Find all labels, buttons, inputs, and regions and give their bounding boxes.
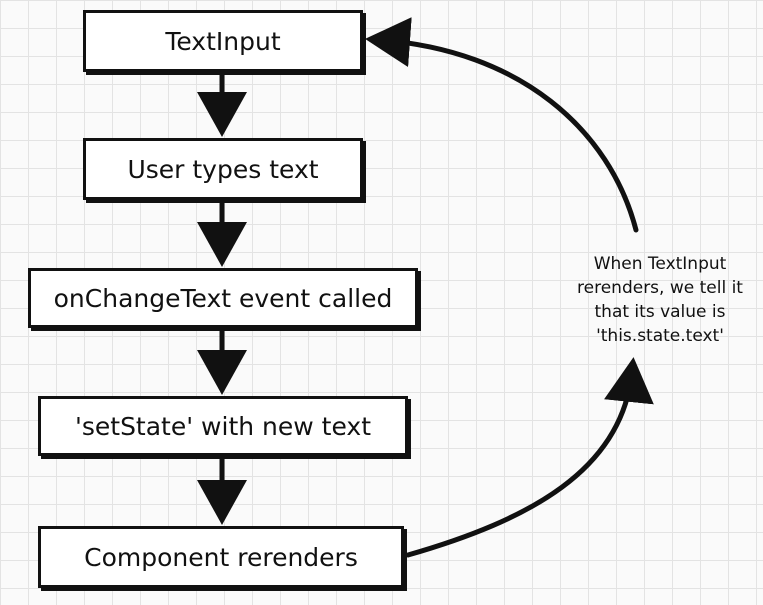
arrow-rerender-to-note [405, 357, 654, 558]
step-textinput-box: TextInput [83, 10, 363, 72]
arrow-note-to-textinput [365, 17, 639, 233]
note-line: rerenders, we tell it [577, 278, 743, 298]
note-line: 'this.state.text' [596, 326, 724, 346]
step-setstate-box: 'setState' with new text [38, 396, 408, 456]
step-label: Component rerenders [84, 542, 358, 572]
step-component-rerenders-box: Component rerenders [38, 526, 404, 588]
step-label: TextInput [165, 26, 281, 56]
step-label: User types text [127, 154, 319, 184]
rerender-note: When TextInput rerenders, we tell it tha… [560, 252, 760, 348]
step-label: onChangeText event called [53, 283, 393, 313]
step-label: 'setState' with new text [74, 411, 372, 441]
note-line: that its value is [594, 302, 726, 322]
note-line: When TextInput [593, 254, 727, 274]
step-user-types-box: User types text [83, 138, 363, 200]
step-onchangetext-box: onChangeText event called [28, 268, 418, 328]
